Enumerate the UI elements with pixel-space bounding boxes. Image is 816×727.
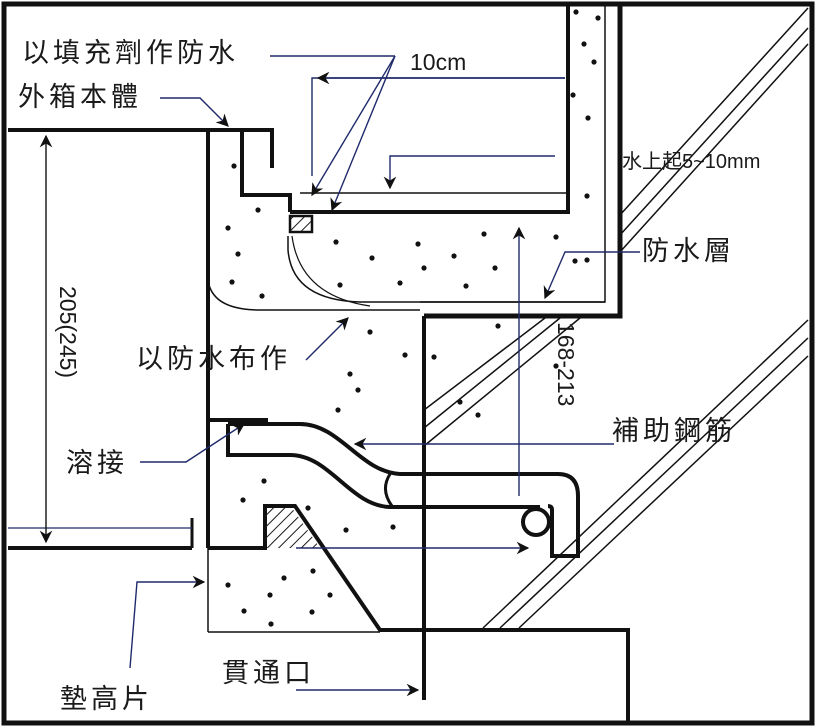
stipple-dot [495,323,501,329]
stipple-dot [281,575,287,581]
stipple-dot [390,524,396,530]
stipple-dot [367,329,373,335]
stipple-dot [553,234,559,240]
stipple-dot [240,497,246,503]
stipple-dot [481,231,487,237]
label-waterproof-cloth: 以防水布作 [136,344,291,375]
stipple-dot [369,255,375,261]
stipple-dot [463,283,469,289]
stipple-dot [267,592,273,598]
stipple-dot [309,609,315,615]
label-dim-10cm: 10cm [410,49,466,75]
stipple-dot [570,92,576,98]
stipple-dot [337,282,343,288]
stipple-dot [305,505,311,511]
stipple-dot [475,412,481,418]
stipple-dot [415,241,421,247]
stipple-dot [397,280,403,286]
waterproof-slope-lines [423,7,809,629]
stipple-dot [553,363,559,369]
stipple-dot [235,251,241,257]
stipple-dot [310,568,316,574]
stipple-dot [347,371,353,377]
stipple-dot [333,239,339,245]
stipple-dot [584,257,590,263]
stipple-dot [595,15,601,21]
filler-block [288,214,314,234]
label-through-opening: 貫通口 [222,658,315,689]
hatched-wedge [265,508,320,548]
stipple-dot [268,621,274,627]
stipple-dot [261,478,267,484]
stipple-dot [573,9,579,15]
stipple-dot [225,582,231,588]
stipple-dot [584,193,590,199]
stipple-dot [355,387,361,393]
drain-channel [290,6,570,214]
stipple-dot [241,608,247,614]
stipple-dot [327,592,333,598]
label-water-rise: 水上起5~10mm [622,150,760,173]
label-filler-waterproof: 以填充劑作防水 [22,38,239,69]
label-height-dim: 205(245) [55,286,81,378]
stipple-dot [402,352,408,358]
stipple-dot [431,354,437,360]
stipple-dot [335,407,341,413]
stipple-dot [457,399,463,405]
label-welding: 溶接 [66,448,128,479]
label-dim-168-213: 168-213 [553,322,579,406]
leader-lines [129,55,640,697]
stipple-dot [581,41,587,47]
label-aux-rebar: 補助鋼筋 [612,416,736,447]
stipple-dot [225,225,231,231]
stipple-dot [451,253,457,259]
label-outer-box-body: 外箱本體 [18,82,142,113]
stipple-dot [255,207,261,213]
label-waterproof-layer: 防水層 [642,236,735,267]
stipple-dot [492,265,498,271]
label-shim: 墊高片 [60,684,153,715]
stipple-dot [259,293,265,299]
stipple-dot [585,115,591,121]
auxiliary-rebar [210,418,580,558]
outer-box-body [8,128,292,548]
stipple-dot [231,163,237,169]
stipple-dot [591,59,597,65]
mortar-stipple [225,9,601,627]
stipple-dot [572,258,578,264]
stipple-dot [421,265,427,271]
stipple-dot [229,279,235,285]
stipple-dot [343,527,349,533]
